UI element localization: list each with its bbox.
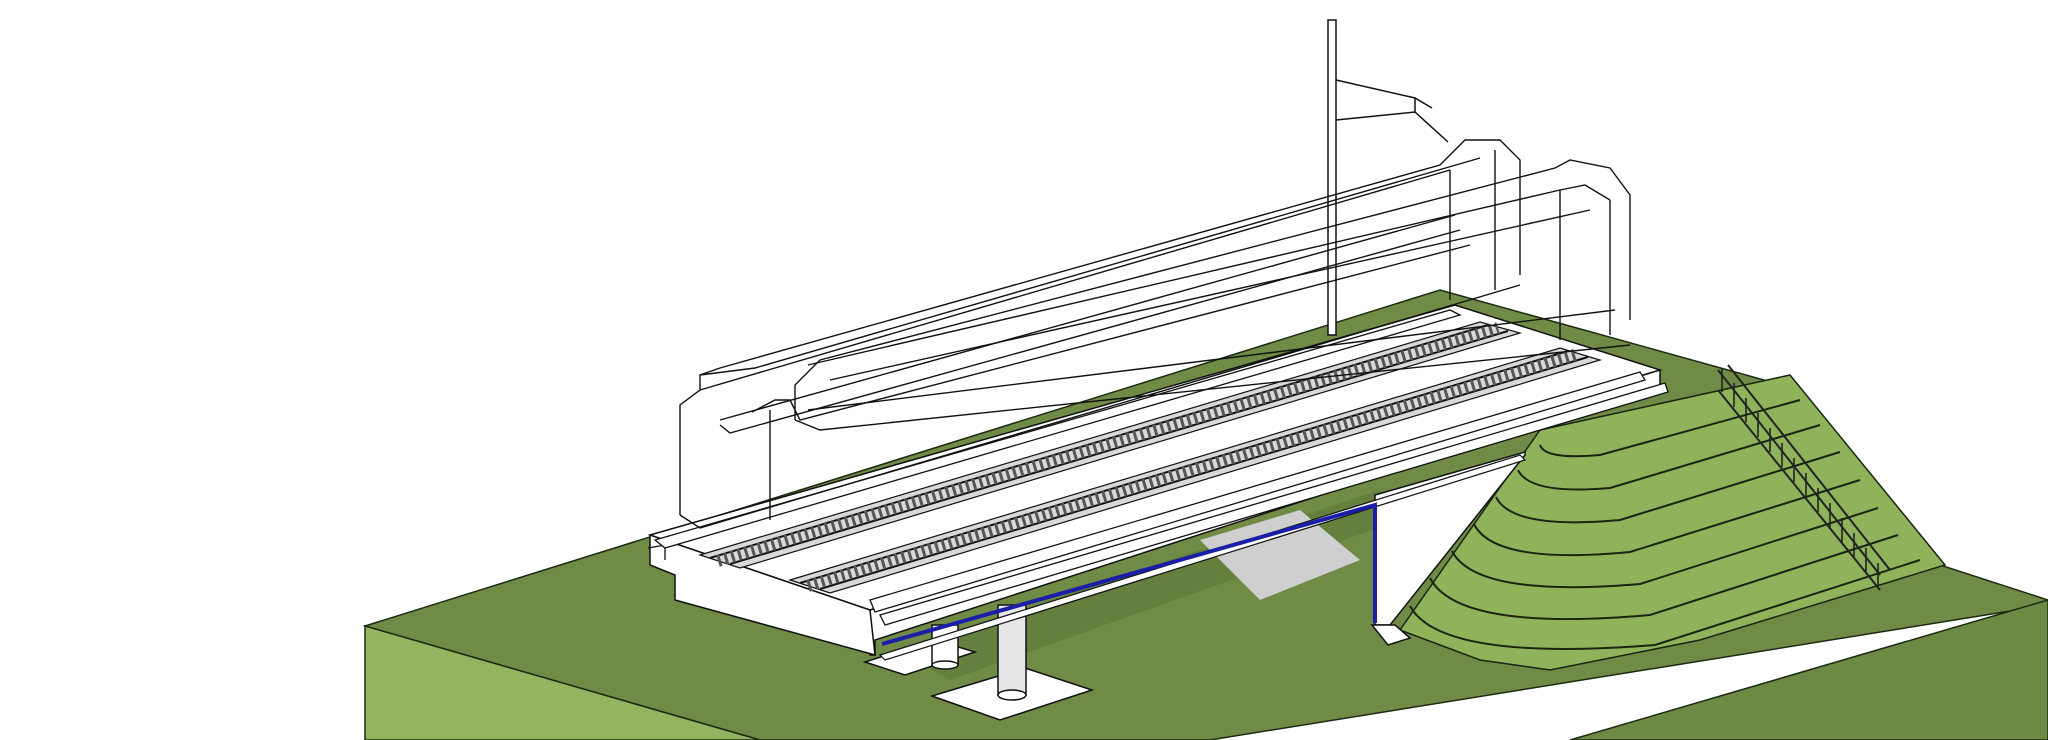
parapet-right-outer [879,382,1669,626]
bridge-deck [647,304,1669,661]
underside-shadow [1200,510,1360,600]
railing-posts [1721,368,1879,587]
track-1 [697,321,1523,569]
embankment [1398,364,1947,671]
track-1-sleepers [716,322,1500,567]
embankment-contour-lines [1409,399,1921,650]
kerb-left [653,309,1462,549]
track-2-sleepers [806,348,1580,592]
catenary-mast [1327,19,1449,336]
track-2 [787,347,1603,594]
abutment-footing [1370,624,1412,646]
deck-left-end [649,533,876,657]
ground-front-face [364,625,761,740]
ground-side-face [1569,599,2048,740]
train-front [679,139,1521,529]
drain-pipe [881,502,1377,646]
train-rear [794,159,1631,431]
parapet-right [869,371,1647,613]
railing [1717,364,1891,591]
